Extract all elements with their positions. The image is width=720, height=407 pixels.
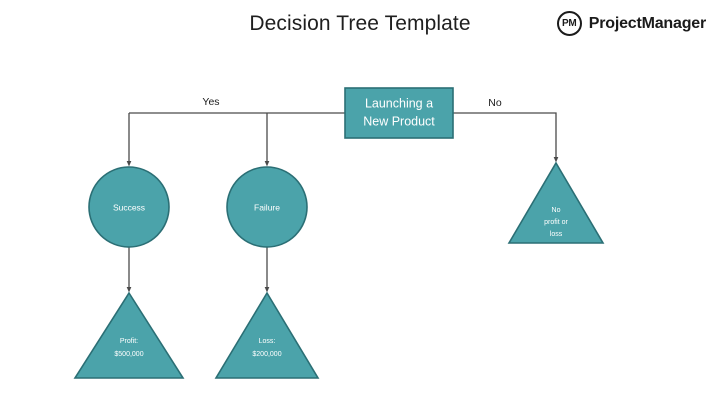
failure-circle-shape [226,166,308,248]
no-profit-or-loss-label-line-3: loss [550,231,563,238]
no-profit-or-loss-label-line-1: No [552,207,561,214]
root-box-label-line-2: New Product [363,114,435,128]
no-profit-or-loss-triangle-shape [507,161,605,244]
connector-group [126,112,559,293]
success-label: Success [113,202,145,212]
connector-root-to-no-leaf [453,112,559,163]
node-no-profit-or-loss[interactable]: No profit or loss [507,161,605,244]
pm-monogram-text: PM [562,17,577,29]
no-profit-or-loss-label-line-2: profit or [544,219,568,226]
root-box-shape [344,87,454,139]
node-launching-a-new-product[interactable]: Launching a New Product [344,87,454,139]
loss-triangle-shape [214,291,320,379]
edge-label-no: No [488,97,502,109]
profit-label-line-1: Profit: [120,338,138,345]
node-failure[interactable]: Failure [226,166,308,248]
failure-label: Failure [254,202,280,212]
pm-circle-icon: PM [556,11,582,36]
projectmanager-logo: PM ProjectManager [556,11,706,36]
page-title: Decision Tree Template [249,12,471,35]
node-success[interactable]: Success [88,166,170,248]
loss-label-line-2: $200,000 [252,351,281,358]
profit-label-line-2: $500,000 [114,351,143,358]
brand-name-label: ProjectManager [588,14,706,32]
success-circle-shape [88,166,170,248]
node-loss[interactable]: Loss: $200,000 [214,291,320,379]
page-header: Decision Tree Template PM ProjectManager [0,0,720,56]
edge-label-yes: Yes [202,96,219,108]
profit-triangle-shape [73,291,185,379]
loss-label-line-1: Loss: [259,338,276,345]
node-profit[interactable]: Profit: $500,000 [73,291,185,379]
root-box-label-line-1: Launching a [365,96,433,110]
